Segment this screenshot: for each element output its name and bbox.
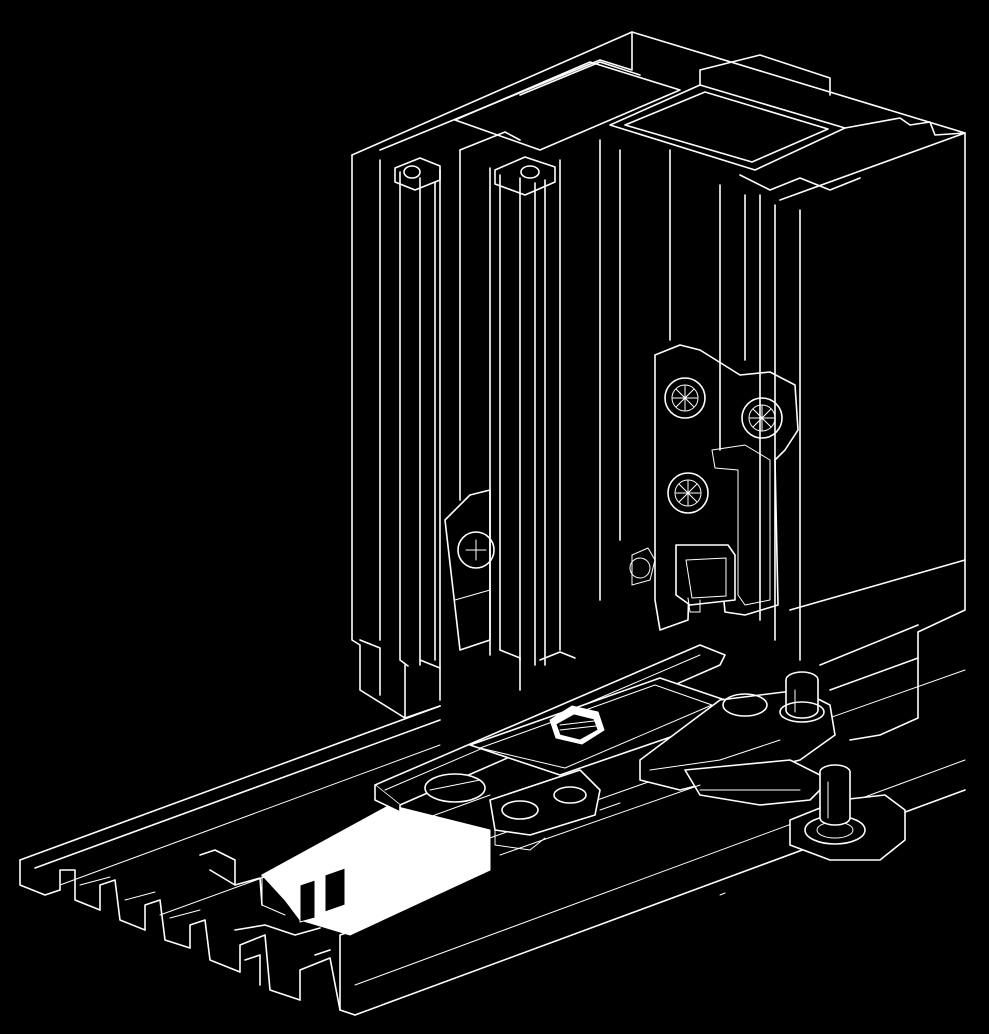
logo-badge [549,705,605,745]
pivot-pin [779,671,906,861]
glazing-slab [261,804,491,936]
hinge-plate [629,344,799,631]
frame-profile [351,31,966,741]
deck-details [499,784,726,896]
threshold-rail [19,669,966,1016]
hinge-screw [444,377,783,651]
